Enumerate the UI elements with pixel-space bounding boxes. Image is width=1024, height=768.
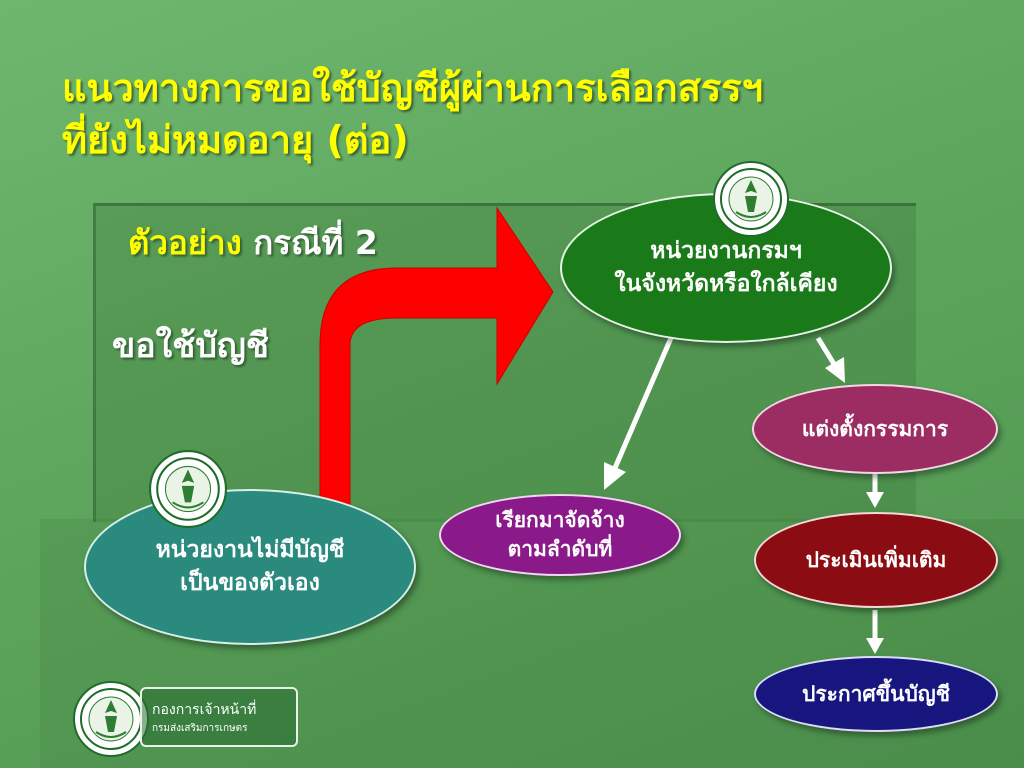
node-requesting-unit: หน่วยงานไม่มีบัญชี เป็นของตัวเอง: [84, 489, 416, 645]
node-call-hire: เรียกมาจัดจ้าง ตามลำดับที่: [439, 494, 681, 576]
node-provincial-unit-line1: หน่วยงานกรมฯ: [650, 238, 802, 264]
slide-title-line1: แนวทางการขอใช้บัญชีผู้ผ่านการเลือกสรรฯ: [62, 66, 763, 110]
node-requesting-unit-line1: หน่วยงานไม่มีบัญชี: [155, 537, 345, 563]
node-call-hire-line2: ตามลำดับที่: [507, 537, 613, 561]
seal-emblem-icon: [149, 450, 227, 528]
slide-title-line2: ที่ยังไม่หมดอายุ (ต่อ): [62, 118, 409, 162]
node-requesting-unit-line2: เป็นของตัวเอง: [180, 570, 320, 596]
example-heading: ตัวอย่าง กรณีที่ 2: [128, 216, 378, 269]
department-name: กองการเจ้าหน้าที่: [152, 701, 257, 718]
node-announce-list-label: ประกาศขึ้นบัญชี: [802, 681, 950, 706]
node-additional-assessment-label: ประเมินเพิ่มเติม: [805, 547, 947, 572]
example-case: กรณีที่ 2: [253, 223, 378, 262]
node-provincial-unit-line2: ในจังหวัดหรือใกล้เคียง: [614, 271, 838, 297]
seal-emblem-icon: [713, 161, 789, 237]
node-additional-assessment: ประเมินเพิ่มเติม: [754, 512, 998, 608]
node-call-hire-line1: เรียกมาจัดจ้าง: [495, 508, 625, 532]
department-logo-icon: [73, 681, 149, 757]
department-parent-name: กรมส่งเสริมการเกษตร: [152, 722, 248, 734]
request-label: ขอใช้บัญชี: [112, 326, 269, 366]
example-label: ตัวอย่าง: [128, 223, 242, 262]
department-logo-text: กองการเจ้าหน้าที่ กรมส่งเสริมการเกษตร: [140, 687, 298, 747]
slide-title: แนวทางการขอใช้บัญชีผู้ผ่านการเลือกสรรฯ ท…: [62, 62, 1002, 166]
node-appoint-committee-label: แต่งตั้งกรรมการ: [801, 416, 949, 441]
node-announce-list: ประกาศขึ้นบัญชี: [754, 656, 998, 732]
node-appoint-committee: แต่งตั้งกรรมการ: [752, 384, 998, 474]
